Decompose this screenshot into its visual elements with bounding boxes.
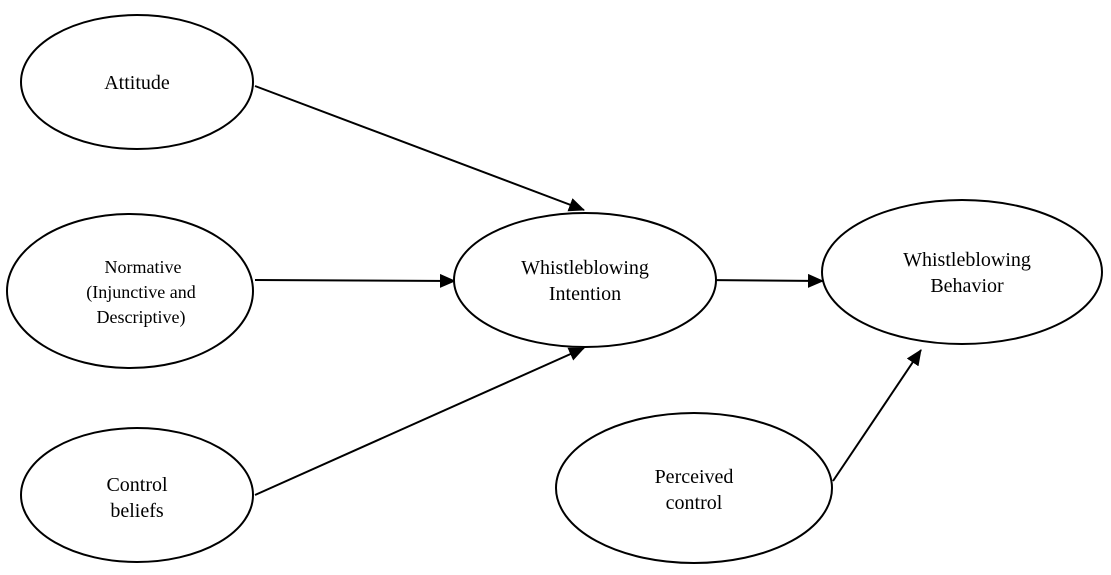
node-control-beliefs: Control beliefs — [20, 427, 254, 563]
node-perceived-control-label-line-2: control — [666, 492, 723, 514]
edge-intention-to-behavior — [701, 273, 824, 288]
node-control-beliefs-label-line-1: Control — [106, 474, 168, 496]
node-whistleblowing-intention: Whistleblowing Intention — [453, 212, 717, 348]
edge-normative-to-intention — [254, 273, 456, 288]
node-attitude-label: Attitude — [104, 72, 170, 94]
node-perceived-control-label-line-1: Perceived — [655, 466, 734, 488]
node-normative-label-line-2: (Injunctive and — [86, 282, 195, 303]
node-intention-label-line-2: Intention — [549, 283, 621, 305]
node-normative-label-line-3: Descriptive) — [97, 307, 186, 328]
node-whistleblowing-behavior: Whistleblowing Behavior — [821, 199, 1103, 345]
node-behavior-label-line-1: Whistleblowing — [903, 249, 1031, 271]
node-behavior-label-line-2: Behavior — [930, 275, 1004, 297]
edge-perceived-control-to-behavior — [832, 349, 922, 482]
node-attitude: Attitude — [20, 14, 254, 150]
node-control-beliefs-label-line-2: beliefs — [110, 500, 164, 522]
node-intention-label-line-1: Whistleblowing — [521, 257, 649, 279]
node-normative: Normative (Injunctive and Descriptive) — [6, 213, 254, 369]
node-perceived-control: Perceived control — [555, 412, 833, 564]
edge-attitude-to-intention — [254, 85, 585, 212]
node-normative-label-line-1: Normative — [105, 257, 182, 277]
edge-control-beliefs-to-intention — [254, 347, 585, 496]
